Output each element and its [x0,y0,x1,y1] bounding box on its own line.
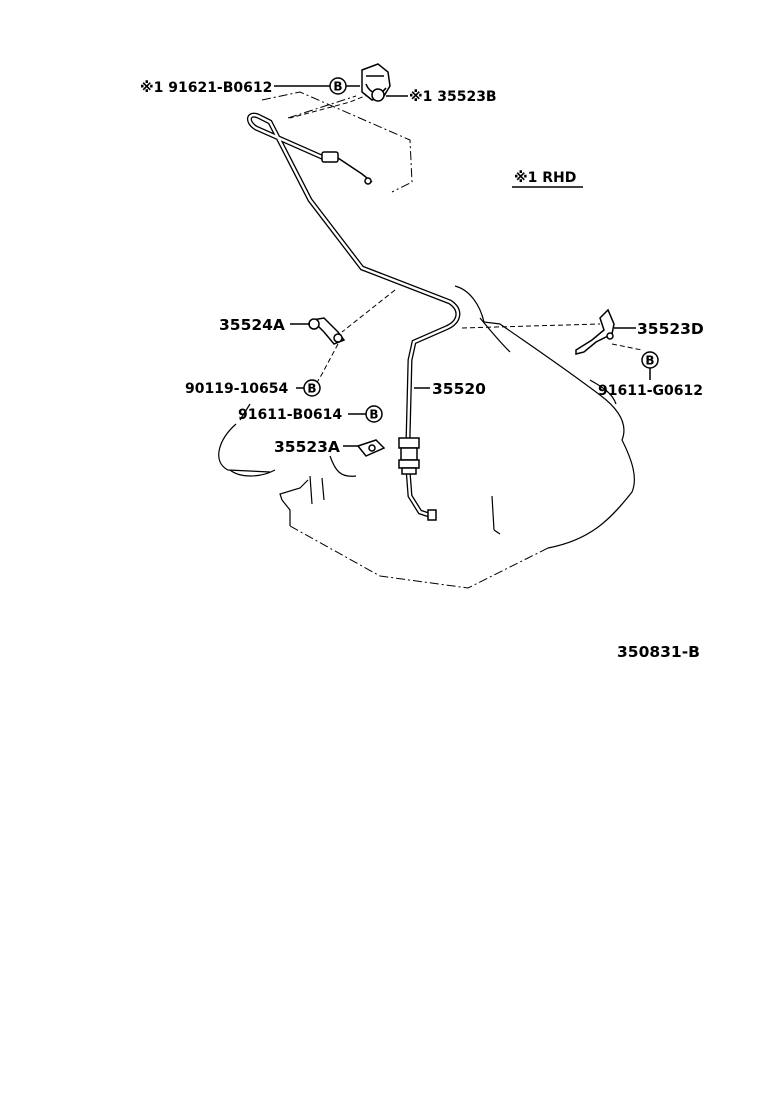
bolt-marker-91611-G: B [641,351,659,369]
transmission-housing [218,285,635,589]
bolt-marker-90119: B [303,379,321,397]
bolt-letter: B [307,382,316,396]
label-35523A: 35523A [274,438,340,456]
label-35524A: 35524A [219,316,285,334]
callout-leaders [239,85,651,447]
clamp-35523A [356,439,386,457]
bracket-35524A [308,317,346,345]
clutch-tube-35520 [247,112,461,521]
bolt-letter: B [333,80,342,94]
bolt-marker-91611-B: B [365,405,383,423]
label-35523B: ※1 35523B [409,89,497,105]
label-91611-B0614: 91611-B0614 [238,407,342,423]
bolt-letter: B [645,354,654,368]
clamp-35523B [361,63,391,102]
diagram-reference-number: 350831-B [617,643,700,661]
bolt-marker-91621: B [329,77,347,95]
note-rhd: ※1 RHD [514,170,576,186]
label-35520: 35520 [432,380,486,398]
bracket-35523D [575,308,615,355]
body-panel-outline [261,91,413,193]
installation-dashed-lines [289,93,643,385]
label-35523D: 35523D [637,320,704,338]
label-91611-G0612: 91611-G0612 [598,383,703,399]
bolt-letter: B [369,408,378,422]
label-91621-B0612: ※1 91621-B0612 [140,80,272,96]
label-90119-10654: 90119-10654 [185,381,288,397]
